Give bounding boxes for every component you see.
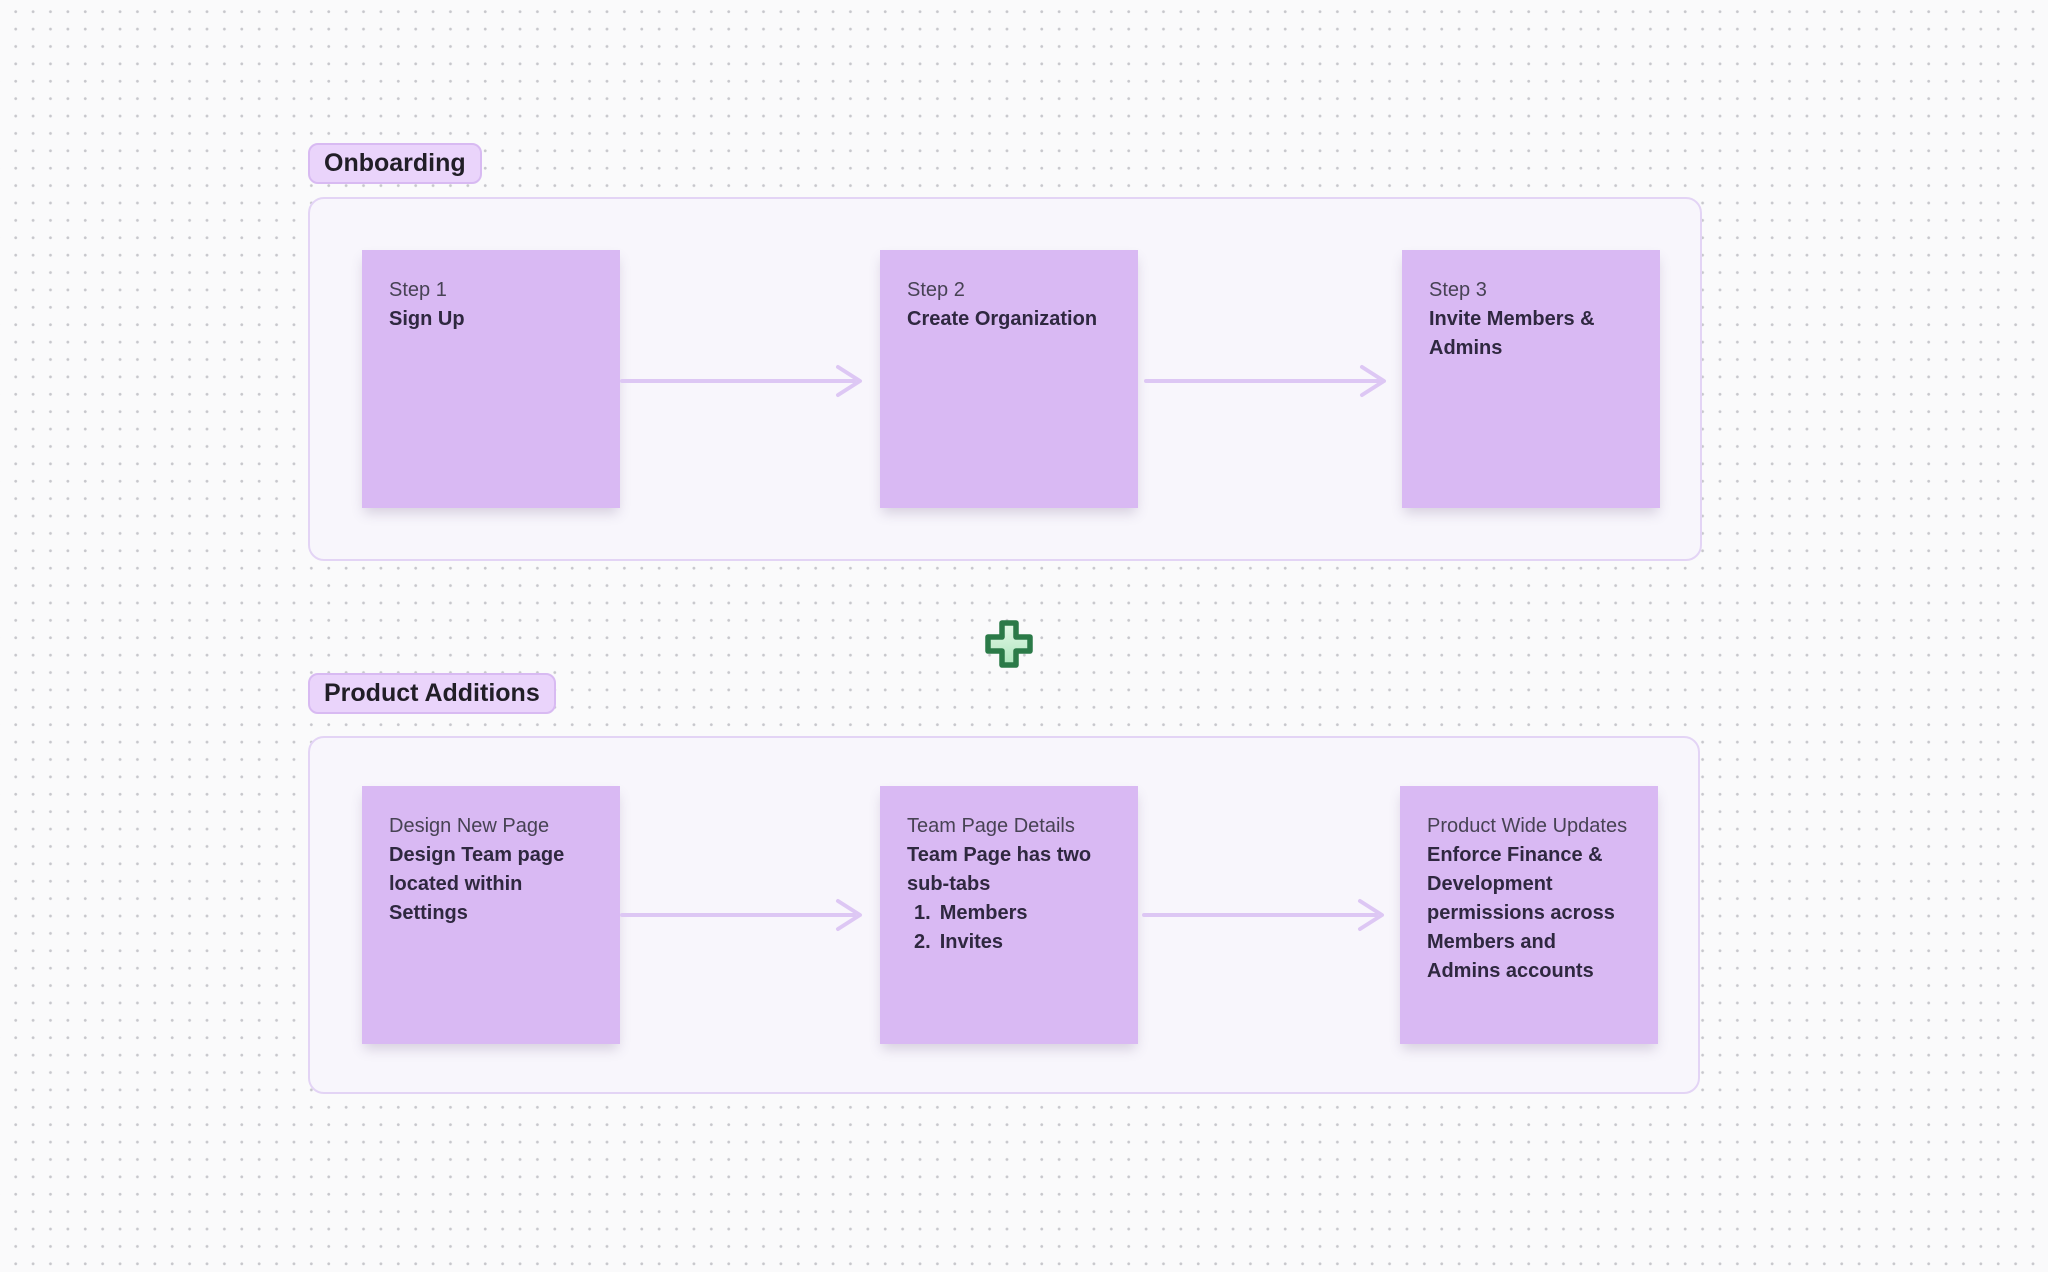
sticky-note-design-new-page[interactable]: Design New Page Design Team page located… bbox=[362, 786, 620, 1044]
sticky-body: Design Team page located within Settings bbox=[389, 844, 565, 924]
sticky-body: Sign Up bbox=[389, 308, 465, 330]
list-item: 1.Members bbox=[914, 902, 1028, 924]
sticky-numbered-list: 1.Members 2.Invites bbox=[907, 899, 1112, 957]
sticky-note-step-3[interactable]: Step 3 Invite Members & Admins bbox=[1402, 250, 1660, 508]
section-label-product-additions[interactable]: Product Additions bbox=[308, 673, 556, 714]
arrow-right-connector[interactable] bbox=[1144, 359, 1402, 403]
sticky-title: Step 3 bbox=[1429, 279, 1487, 301]
sticky-body: Team Page has two sub-tabs bbox=[907, 844, 1092, 895]
arrow-right-connector[interactable] bbox=[1142, 893, 1400, 937]
section-label-onboarding[interactable]: Onboarding bbox=[308, 143, 482, 184]
sticky-title: Team Page Details bbox=[907, 815, 1075, 837]
sticky-body: Create Organization bbox=[907, 308, 1098, 330]
sticky-title: Design New Page bbox=[389, 815, 550, 837]
sticky-note-team-page-details[interactable]: Team Page Details Team Page has two sub-… bbox=[880, 786, 1138, 1044]
section-label-text: Onboarding bbox=[324, 149, 466, 177]
sticky-body: Enforce Finance & Development permission… bbox=[1427, 844, 1615, 982]
sticky-title: Step 1 bbox=[389, 279, 447, 301]
sticky-title: Product Wide Updates bbox=[1427, 815, 1628, 837]
sticky-note-step-2[interactable]: Step 2 Create Organization bbox=[880, 250, 1138, 508]
sticky-body: Invite Members & Admins bbox=[1429, 308, 1595, 359]
list-item: 2.Invites bbox=[914, 931, 1004, 953]
plus-icon[interactable] bbox=[981, 616, 1037, 672]
arrow-right-connector[interactable] bbox=[620, 359, 878, 403]
arrow-right-connector[interactable] bbox=[620, 893, 878, 937]
section-label-text: Product Additions bbox=[324, 679, 540, 707]
sticky-title: Step 2 bbox=[907, 279, 965, 301]
sticky-note-step-1[interactable]: Step 1 Sign Up bbox=[362, 250, 620, 508]
sticky-note-product-wide-updates[interactable]: Product Wide Updates Enforce Finance & D… bbox=[1400, 786, 1658, 1044]
